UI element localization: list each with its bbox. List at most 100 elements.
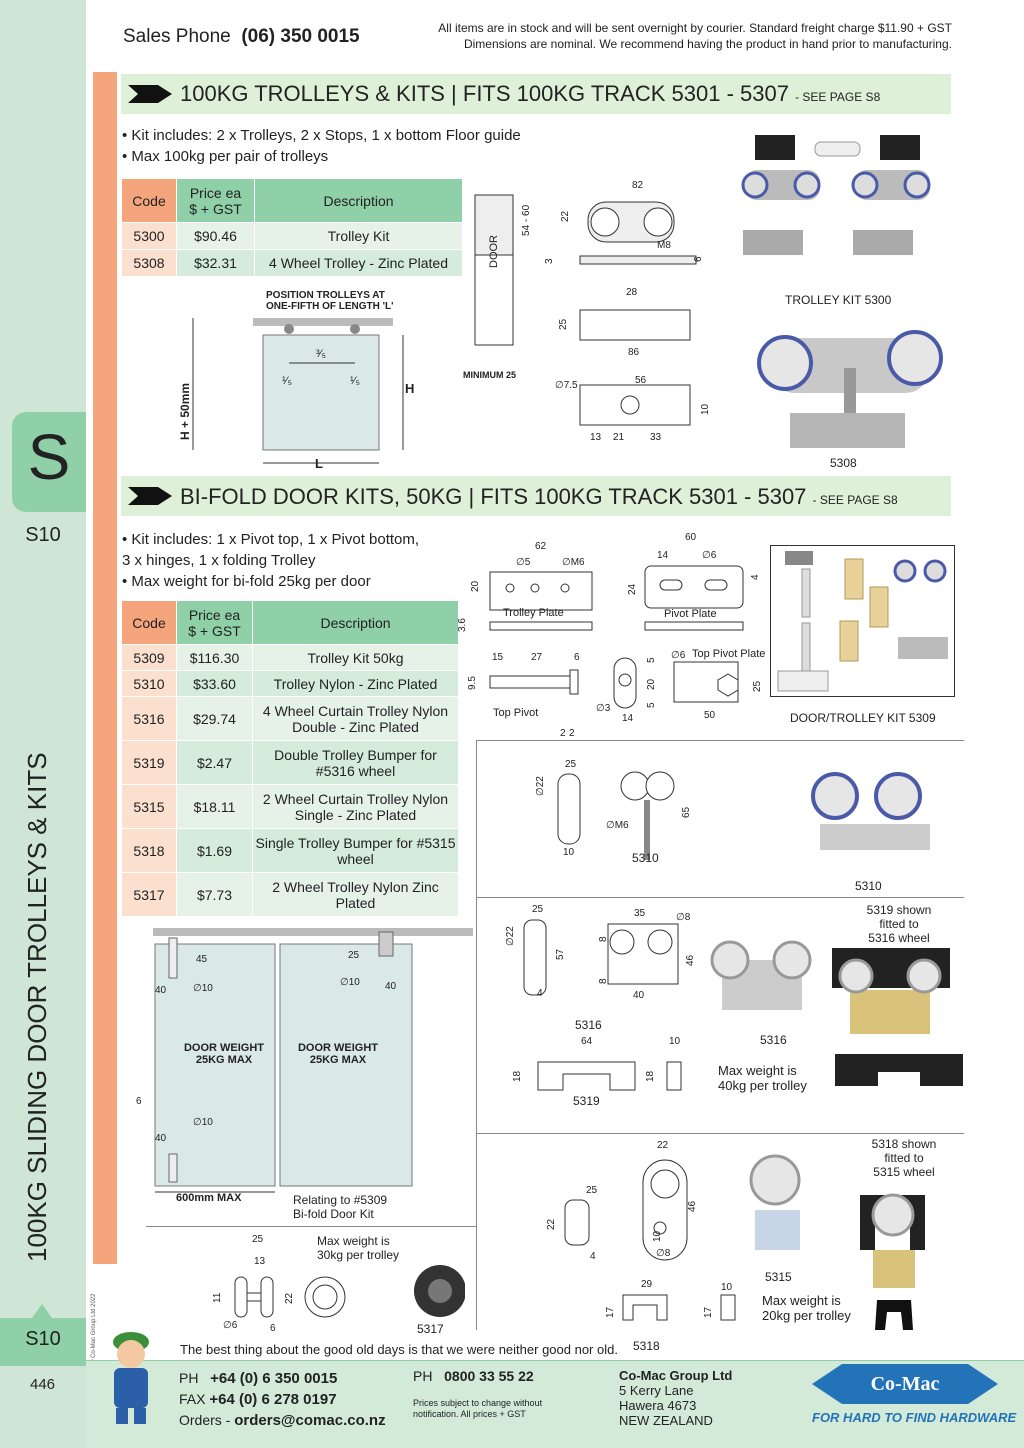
label-m8: M8 — [657, 240, 671, 251]
label: 22 — [657, 1140, 669, 1151]
label: ∅22 — [505, 926, 516, 946]
label: ∅3 — [596, 703, 611, 714]
caption-5310-photo: 5310 — [855, 879, 882, 893]
caption-5317: 5317 — [417, 1322, 444, 1336]
label-25: 25 — [558, 318, 569, 330]
label: ∅6 — [223, 1320, 238, 1331]
label-22: 22 — [560, 210, 571, 222]
bifold-door-diagram — [153, 928, 473, 1193]
page-number: 446 — [30, 1376, 56, 1393]
address-line: NEW ZEALAND — [619, 1413, 713, 1428]
label: ∅8 — [656, 1248, 671, 1259]
orders-label: Orders - — [179, 1412, 231, 1428]
section-code-top: S10 — [25, 524, 61, 546]
trolley-5315-drawings — [564, 1154, 925, 1330]
comac-logo: Co-Mac — [812, 1364, 998, 1404]
divider — [476, 1133, 964, 1134]
label-top-pivot-plate: Top Pivot Plate — [692, 648, 766, 660]
label: ∅10 — [193, 983, 213, 994]
orders-email-link[interactable]: orders@comac.co.nz — [234, 1412, 386, 1429]
bumper-5319-drawings — [537, 1054, 963, 1091]
footer-contacts: PH +64 (0) 6 350 0015 FAX +64 (0) 6 278 … — [179, 1368, 386, 1431]
label: 35 — [634, 908, 646, 919]
label: 18 — [645, 1070, 656, 1082]
label-top-pivot: Top Pivot — [493, 707, 539, 719]
bullet: • Kit includes: 1 x Pivot top, 1 x Pivot… — [122, 531, 420, 548]
label-82: 82 — [632, 180, 644, 191]
section1-title: 100KG TROLLEYS & KITS | FITS 100KG TRACK… — [180, 81, 880, 107]
address-line: Hawera 4673 — [619, 1398, 697, 1413]
label: 10 — [652, 1230, 663, 1242]
arrow-icon — [128, 85, 172, 103]
section1-see-page: - SEE PAGE S8 — [795, 90, 881, 104]
label: 22 — [284, 1292, 295, 1304]
label: ∅10 — [193, 1117, 213, 1128]
label: ∅6 — [702, 550, 717, 561]
label-21: 21 — [613, 432, 625, 443]
label: 10 — [669, 1036, 681, 1047]
logo-tagline: FOR HARD TO FIND HARDWARE — [812, 1410, 1017, 1425]
label: 25 — [752, 680, 763, 692]
label: 60 — [685, 532, 697, 543]
label: ∅6 — [671, 650, 686, 661]
sales-phone: Sales Phone (06) 350 0015 — [123, 26, 360, 48]
tab-notch — [32, 1304, 52, 1318]
plates-drawing — [489, 565, 744, 631]
fax-number: +64 (0) 6 278 0197 — [209, 1391, 337, 1408]
divider — [476, 740, 964, 741]
header-note: All items are in stock and will be sent … — [380, 20, 952, 52]
label-pivot-plate: Pivot Plate — [664, 608, 717, 620]
door-position-diagram — [192, 318, 404, 464]
label: 45 — [196, 954, 208, 965]
label-33: 33 — [650, 432, 662, 443]
label: 11 — [212, 1292, 223, 1303]
label-600-max: 600mm MAX — [176, 1192, 242, 1204]
freephone-number: 0800 33 55 22 — [444, 1368, 534, 1384]
label: 14 — [622, 713, 634, 724]
col-price: Price ea$ + GST — [176, 600, 253, 645]
divider — [146, 1226, 476, 1227]
mascot-icon — [113, 1332, 149, 1424]
caption-5319: 5319 — [573, 1094, 600, 1108]
door-trolley-kit-photo — [770, 545, 955, 697]
label: 40 — [385, 981, 397, 992]
label: 57 — [555, 948, 566, 960]
label: 50 — [704, 710, 716, 721]
pivot-drawing — [489, 657, 739, 709]
label: 20 — [646, 678, 657, 690]
label: 27 — [531, 652, 543, 663]
col-price: Price ea$ + GST — [176, 178, 255, 223]
sales-phone-number: (06) 350 0015 — [241, 26, 360, 47]
svg-text:Co-Mac: Co-Mac — [871, 1373, 940, 1395]
label: 40 — [155, 1133, 167, 1144]
divider — [476, 740, 477, 1330]
section2-bullets: • Kit includes: 1 x Pivot top, 1 x Pivot… — [122, 529, 419, 592]
label: 62 — [535, 541, 547, 552]
bullet: • Kit includes: 2 x Trolleys, 2 x Stops,… — [122, 127, 521, 144]
col-description: Description — [254, 178, 463, 223]
label: 25 — [565, 759, 577, 770]
trolley-5317-drawings — [234, 1265, 465, 1318]
trolley-5316-drawings — [523, 919, 950, 1034]
label-54-60: 54 - 60 — [521, 204, 532, 236]
label: 24 — [627, 583, 638, 595]
section1-title-text: 100KG TROLLEYS & KITS | FITS 100KG TRACK… — [180, 81, 789, 106]
label: 14 — [657, 550, 669, 561]
caption-trolley-kit: TROLLEY KIT 5300 — [785, 293, 892, 307]
label: ∅10 — [340, 977, 360, 988]
address-line: 5 Kerry Lane — [619, 1383, 694, 1398]
label: 8 — [598, 978, 609, 984]
label: 13 — [254, 1256, 266, 1267]
